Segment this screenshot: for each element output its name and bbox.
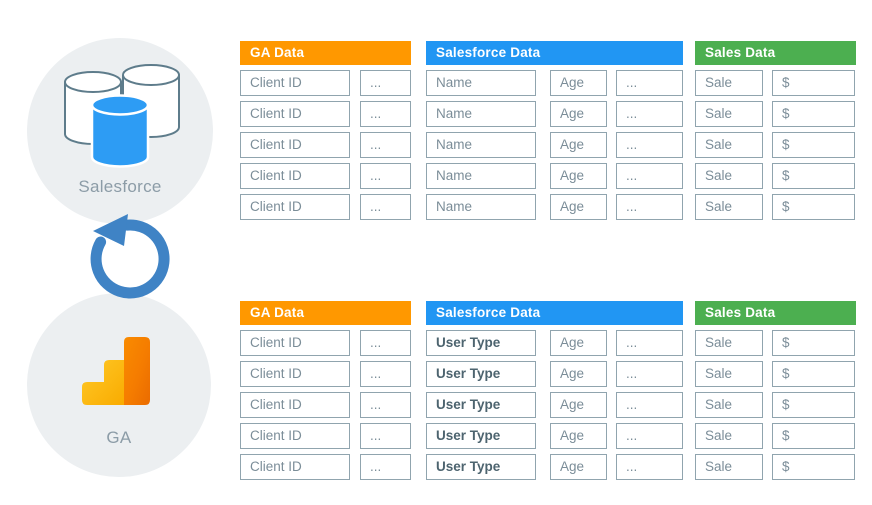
cell-dots: ... (616, 194, 683, 220)
salesforce-source-circle: Salesforce (27, 38, 213, 224)
table-title-ga-data-before-sync: GA Data (240, 41, 411, 65)
table-title-sales-data-after-sync: Sales Data (695, 301, 856, 325)
cell-client-id: Client ID (240, 423, 350, 449)
cell-dots: ... (360, 330, 411, 356)
cell-age: Age (550, 194, 607, 220)
cell-sale: Sale (695, 163, 763, 189)
cell-client-id: Client ID (240, 454, 350, 480)
cell-dots: $ (772, 454, 855, 480)
cell-dots: $ (772, 101, 855, 127)
cell-dots: $ (772, 392, 855, 418)
cell-name: Name (426, 101, 536, 127)
database-icon (64, 64, 180, 168)
cell-sale: Sale (695, 361, 763, 387)
cell-dots: $ (772, 330, 855, 356)
cell-name: Name (426, 132, 536, 158)
table-title-salesforce-data-before-sync: Salesforce Data (426, 41, 683, 65)
cell-age: Age (550, 423, 607, 449)
cell-client-id: Client ID (240, 163, 350, 189)
cell-dots: $ (772, 132, 855, 158)
table-title-ga-data-after-sync: GA Data (240, 301, 411, 325)
cell-age: Age (550, 361, 607, 387)
cell-client-id: Client ID (240, 70, 350, 96)
cell-age: Age (550, 454, 607, 480)
cell-age: Age (550, 70, 607, 96)
cell-dots: ... (616, 330, 683, 356)
cell-dots: ... (360, 132, 411, 158)
cell-sale: Sale (695, 132, 763, 158)
cell-user-type: User Type (426, 454, 536, 480)
cell-name: Name (426, 163, 536, 189)
sync-arrow-icon (90, 214, 170, 299)
google-analytics-icon (82, 337, 150, 405)
cell-sale: Sale (695, 70, 763, 96)
cell-user-type: User Type (426, 423, 536, 449)
cell-client-id: Client ID (240, 330, 350, 356)
table-title-sales-data-before-sync: Sales Data (695, 41, 856, 65)
cell-sale: Sale (695, 330, 763, 356)
table-title-salesforce-data-after-sync: Salesforce Data (426, 301, 683, 325)
cell-dots: ... (616, 70, 683, 96)
cell-dots: $ (772, 70, 855, 96)
cell-client-id: Client ID (240, 392, 350, 418)
cell-age: Age (550, 132, 607, 158)
cell-dots: ... (360, 454, 411, 480)
cell-dots: ... (616, 392, 683, 418)
cell-client-id: Client ID (240, 132, 350, 158)
cell-dots: ... (360, 70, 411, 96)
cell-user-type: User Type (426, 361, 536, 387)
cell-dots: ... (360, 101, 411, 127)
cell-sale: Sale (695, 392, 763, 418)
cell-sale: Sale (695, 423, 763, 449)
cell-name: Name (426, 194, 536, 220)
salesforce-label: Salesforce (78, 177, 162, 196)
cell-dots: ... (616, 101, 683, 127)
cell-dots: ... (360, 361, 411, 387)
cell-dots: $ (772, 361, 855, 387)
cell-dots: $ (772, 194, 855, 220)
cell-dots: ... (616, 163, 683, 189)
cell-sale: Sale (695, 194, 763, 220)
cell-age: Age (550, 330, 607, 356)
cell-age: Age (550, 163, 607, 189)
cell-client-id: Client ID (240, 101, 350, 127)
cell-dots: ... (360, 423, 411, 449)
cell-user-type: User Type (426, 392, 536, 418)
cell-sale: Sale (695, 101, 763, 127)
cell-dots: ... (360, 194, 411, 220)
ga-label: GA (106, 428, 132, 447)
cell-dots: ... (360, 392, 411, 418)
cell-name: Name (426, 70, 536, 96)
cell-client-id: Client ID (240, 361, 350, 387)
cell-dots: ... (360, 163, 411, 189)
cell-dots: $ (772, 423, 855, 449)
cell-sale: Sale (695, 454, 763, 480)
cell-dots: ... (616, 454, 683, 480)
cell-dots: ... (616, 423, 683, 449)
cell-dots: ... (616, 132, 683, 158)
cell-dots: $ (772, 163, 855, 189)
cell-age: Age (550, 101, 607, 127)
cell-user-type: User Type (426, 330, 536, 356)
cell-dots: ... (616, 361, 683, 387)
ga-source-circle: GA (27, 293, 211, 477)
cell-age: Age (550, 392, 607, 418)
cell-client-id: Client ID (240, 194, 350, 220)
